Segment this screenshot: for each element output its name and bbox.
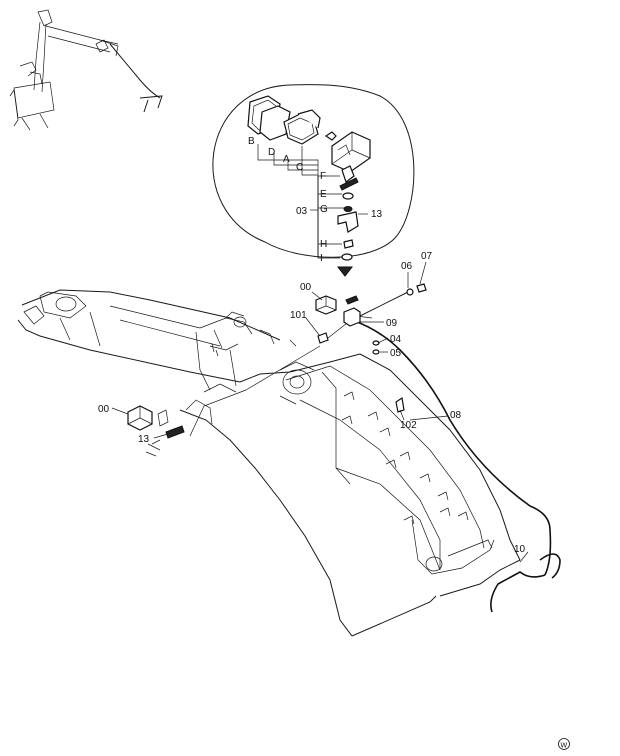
label-g: G — [320, 204, 328, 215]
callout-08: 08 — [450, 410, 462, 421]
callout-04: 04 — [390, 334, 402, 345]
callout-09: 09 — [386, 318, 398, 329]
watermark-logo: W — [558, 738, 570, 750]
label-f: F — [320, 171, 326, 182]
callout-07: 07 — [421, 251, 433, 262]
label-c: C — [296, 162, 303, 173]
detail-inset — [212, 84, 415, 277]
main-view-parts — [127, 283, 427, 445]
bracket-and-fasteners — [337, 177, 359, 261]
callout-10: 10 — [514, 544, 526, 555]
boom-brackets — [341, 391, 469, 525]
callout-00-left: 00 — [98, 404, 110, 415]
machine-thumbnail — [9, 9, 163, 131]
label-d: D — [268, 147, 275, 158]
wiring-harness — [145, 291, 561, 613]
callout-leaders — [111, 261, 529, 563]
watermark-letter: W — [561, 743, 568, 750]
callout-101: 101 — [290, 310, 307, 321]
light-lens-parts — [247, 95, 337, 145]
label-i: I — [320, 253, 323, 264]
label-b: B — [248, 136, 255, 147]
label-e: E — [320, 189, 327, 200]
callout-06: 06 — [401, 261, 413, 272]
callout-102: 102 — [400, 420, 417, 431]
label-a: A — [283, 154, 290, 165]
callout-13: 13 — [138, 434, 150, 445]
callout-05: 05 — [390, 348, 402, 359]
label-13-inset: 13 — [371, 209, 383, 220]
lamp-housing — [331, 131, 371, 183]
label-h: H — [320, 239, 327, 250]
callout-00-top: 00 — [300, 282, 312, 293]
boom-assembly — [17, 289, 521, 637]
label-03: 03 — [296, 206, 308, 217]
